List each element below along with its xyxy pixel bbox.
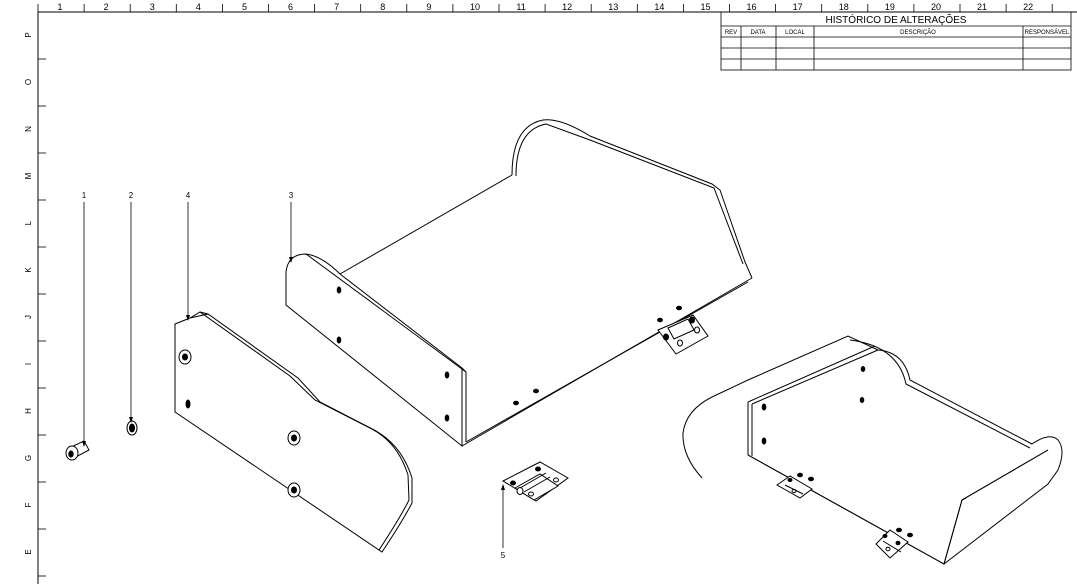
column-zone-label: 9 [426, 2, 431, 12]
row-zone-label: I [24, 363, 33, 365]
row-zone-label: O [24, 79, 33, 85]
column-zone-label: 14 [654, 2, 664, 12]
hinge-knuckle-line [519, 472, 547, 489]
plate-spacer-2 [287, 430, 301, 446]
column-zone-label: 5 [242, 2, 247, 12]
column-zone-label: 7 [334, 2, 339, 12]
washer-outer [126, 420, 138, 436]
part-2-washer [126, 420, 138, 436]
tray-right-wall-edge [515, 123, 744, 265]
hinge-hole [528, 491, 534, 497]
column-zone-label: 16 [747, 2, 757, 12]
tray-hinge [657, 314, 709, 355]
assembled-floor-edge-3 [943, 499, 963, 565]
assembled-curved-back [682, 335, 1063, 565]
column-zone-label: 11 [516, 2, 525, 12]
plate-hole [185, 399, 191, 409]
balloon-label-2: 2 [129, 191, 134, 200]
column-zone-label: 13 [608, 2, 618, 12]
revision-header-rev: REV [725, 30, 737, 36]
column-zone-label: 8 [380, 2, 385, 12]
screw-socket [68, 450, 74, 458]
hinge-knuckle-line [523, 476, 551, 493]
revision-header-descricao: DESCRIÇÃO [900, 29, 936, 36]
balloon-arrowheads [82, 257, 505, 490]
row-zone-labels: P O N M L K J I H G F E [24, 32, 33, 554]
tray-right-wall [511, 119, 753, 279]
column-zone-label: 1 [58, 2, 63, 12]
part-4-side-plate [174, 311, 413, 553]
hinge-leaf-front [514, 473, 559, 501]
column-zone-ticks [37, 4, 1053, 12]
row-zone-label: P [24, 32, 33, 37]
column-zone-label: 19 [885, 2, 895, 12]
plate-top-edge [189, 313, 209, 319]
row-zone-ticks [38, 11, 46, 577]
revision-table-title: HISTÓRICO DE ALTERAÇÕES [826, 13, 967, 26]
column-zone-label: 6 [288, 2, 293, 12]
assembled-curved-back-2 [849, 339, 1031, 449]
assembled-hinge-1 [776, 475, 813, 499]
assembled-wall-top-edge-2 [751, 349, 879, 405]
column-zone-label: 15 [700, 2, 710, 12]
assembled-wall-top-edge [747, 345, 876, 403]
balloon-label-4: 4 [186, 191, 191, 200]
hinge-hole [510, 480, 516, 486]
row-zone-label: F [24, 502, 33, 507]
row-zone-label: K [24, 267, 33, 273]
tray-holes [336, 286, 682, 422]
column-zone-label: 17 [793, 2, 803, 12]
column-zone-label: 4 [196, 2, 201, 12]
row-zone-label: G [24, 455, 33, 461]
row-zone-label: M [24, 172, 33, 179]
column-zone-label: 21 [977, 2, 987, 12]
revision-header-local: LOCAL [785, 30, 805, 36]
plate-back-edge [199, 311, 413, 553]
part-1-screw [65, 440, 90, 461]
hinge-pin [516, 487, 524, 495]
row-zone-label: E [24, 549, 33, 554]
tray-left-wall-top [461, 367, 467, 373]
column-zone-label: 2 [104, 2, 109, 12]
part-5-hinge [501, 461, 569, 502]
column-zone-label: 12 [562, 2, 572, 12]
revision-history-table [720, 11, 1072, 71]
balloon-label-5: 5 [501, 551, 506, 560]
column-zone-label: 20 [931, 2, 941, 12]
revision-header-responsavel: RESPONSÁVEL [1025, 29, 1070, 36]
assembled-tray [682, 335, 1063, 565]
balloon-label-3: 3 [289, 191, 294, 200]
balloon-leaders [83, 202, 504, 548]
column-zone-label: 18 [839, 2, 849, 12]
assembled-floor-edge-2 [961, 449, 1049, 501]
column-zone-label: 22 [1023, 2, 1033, 12]
revision-table-frame [720, 11, 1072, 71]
row-zone-label: N [24, 126, 33, 132]
assembled-floor-edge [747, 454, 945, 565]
row-zone-label: H [24, 408, 33, 414]
plate-spacer-1 [178, 349, 192, 365]
row-zone-label: J [24, 315, 33, 319]
plate-spacer-3 [287, 482, 301, 498]
column-zone-label: 3 [150, 2, 155, 12]
tray-floor-front-edge-2 [465, 281, 749, 443]
revision-header-data: DATA [750, 30, 765, 36]
row-zone-label: L [24, 220, 33, 225]
assembled-hinge-2 [875, 529, 909, 559]
hinge-hole [553, 477, 559, 483]
tray-rear-top-edge [339, 174, 513, 275]
column-zone-label: 10 [470, 2, 480, 12]
assembled-front-lip [961, 497, 967, 501]
part-3-tray [285, 119, 753, 448]
tray-left-wall-inner [305, 253, 467, 373]
washer-inner [129, 423, 135, 433]
hinge-hole [535, 466, 541, 472]
assembled-holes [761, 366, 913, 538]
balloon-label-1: 1 [82, 191, 87, 200]
